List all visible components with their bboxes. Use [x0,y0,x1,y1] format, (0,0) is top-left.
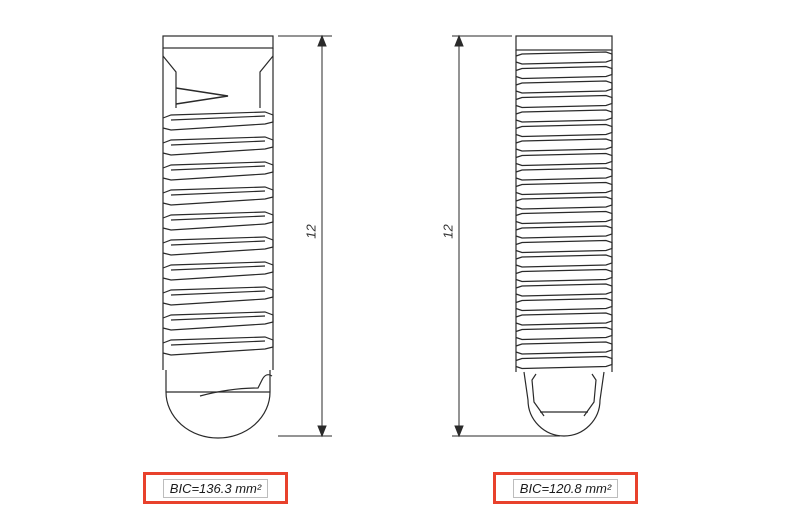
right-thread [515,109,613,123]
right-thread [515,239,613,254]
left-thread-crest [170,190,266,196]
left-implant-apex [165,370,271,439]
left-implant-threads [162,111,274,356]
left-thread-crest [170,215,266,221]
left-thread [162,186,274,206]
left-thread [162,261,274,281]
left-implant-drawing [162,35,274,439]
left-thread [162,336,274,356]
right-thread [515,181,613,196]
left-thread-crest [170,340,266,346]
left-implant-apex-groove [199,374,273,397]
left-bic-value: BIC=136.3 mm² [162,478,269,498]
right-thread [515,225,613,239]
right-thread [515,138,613,152]
left-bic-highlight-box: BIC=136.3 mm² [143,472,288,504]
left-thread-crest [170,315,266,321]
right-length-label: 12 [440,224,456,239]
right-thread [515,51,613,65]
right-thread [515,355,613,370]
right-implant-drawing [515,35,613,437]
left-dimension-arrows [317,34,327,438]
left-thread-crest [170,115,266,121]
right-thread [515,123,613,138]
left-length-label: 12 [303,224,319,239]
left-thread-crest [170,290,266,296]
right-thread [515,196,613,210]
right-thread [515,326,613,341]
left-thread-crest [170,265,266,271]
right-dimension [452,34,560,438]
right-thread [515,283,613,297]
right-implant-collar [515,35,613,51]
right-thread [515,167,613,181]
left-thread [162,211,274,231]
right-thread [515,297,613,312]
right-thread [515,210,613,225]
right-thread [515,268,613,283]
right-bic-highlight-box: BIC=120.8 mm² [493,472,638,504]
right-thread [515,80,613,94]
right-implant-apex-flutes [531,373,597,417]
left-implant-vent [175,87,229,105]
left-implant-collar [162,35,274,49]
right-implant-threads [515,51,613,370]
right-thread [515,341,613,355]
right-thread [515,94,613,109]
right-thread [515,254,613,268]
left-thread [162,111,274,131]
left-thread-crest [170,140,266,146]
left-thread [162,311,274,331]
right-dimension-arrows [454,34,464,438]
left-thread [162,136,274,156]
left-thread [162,236,274,256]
left-dimension [278,34,332,438]
left-thread-crest [170,240,266,246]
left-thread [162,286,274,306]
right-thread [515,152,613,167]
right-thread [515,65,613,80]
right-implant-apex [523,371,605,437]
left-thread [162,161,274,181]
right-thread [515,312,613,326]
left-thread-crest [170,165,266,171]
left-implant-neck [162,55,274,108]
right-bic-value: BIC=120.8 mm² [512,478,619,498]
